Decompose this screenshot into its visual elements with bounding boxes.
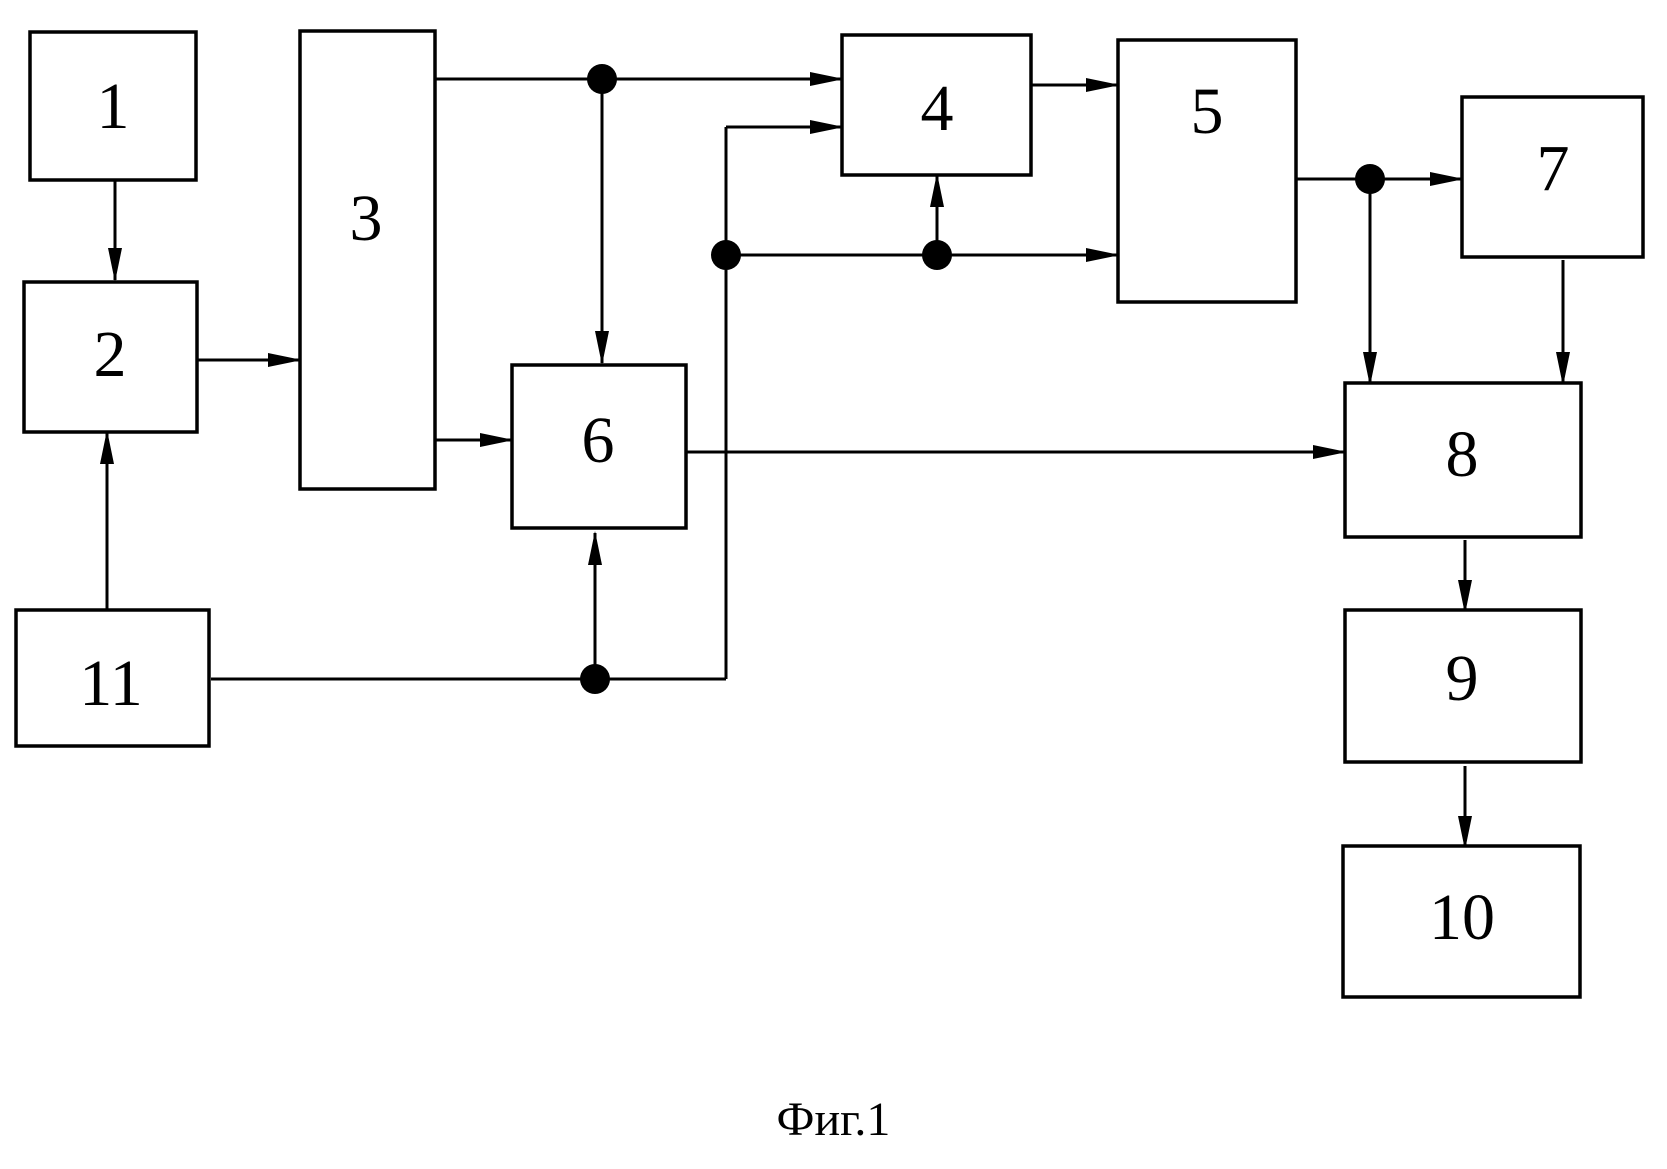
block-5: 5 xyxy=(1118,40,1296,302)
block-4: 4 xyxy=(842,35,1031,175)
block-3: 3 xyxy=(300,31,435,489)
block-label: 8 xyxy=(1446,418,1479,491)
block-label: 6 xyxy=(582,404,615,477)
block-label: 1 xyxy=(97,70,130,143)
block-label: 10 xyxy=(1429,881,1495,954)
junction-dot xyxy=(711,240,741,270)
block-10: 10 xyxy=(1343,846,1580,997)
block-label: 3 xyxy=(350,182,383,255)
block-label: 4 xyxy=(921,72,954,145)
junction-dot xyxy=(1355,164,1385,194)
figure-caption: Фиг.1 xyxy=(0,1092,1667,1147)
block-label: 7 xyxy=(1537,132,1570,205)
block-7: 7 xyxy=(1462,97,1643,257)
block-11: 11 xyxy=(16,610,209,746)
junction-dot xyxy=(580,664,610,694)
block-label: 2 xyxy=(94,318,127,391)
block-label: 5 xyxy=(1191,75,1224,148)
block-1: 1 xyxy=(30,32,196,180)
block-6: 6 xyxy=(512,365,686,528)
junction-dot xyxy=(587,64,617,94)
block-9: 9 xyxy=(1345,610,1581,762)
block-2: 2 xyxy=(24,282,197,432)
junction-dot xyxy=(922,240,952,270)
block-8: 8 xyxy=(1345,383,1581,537)
block-label: 9 xyxy=(1446,642,1479,715)
block-label: 11 xyxy=(79,647,143,720)
